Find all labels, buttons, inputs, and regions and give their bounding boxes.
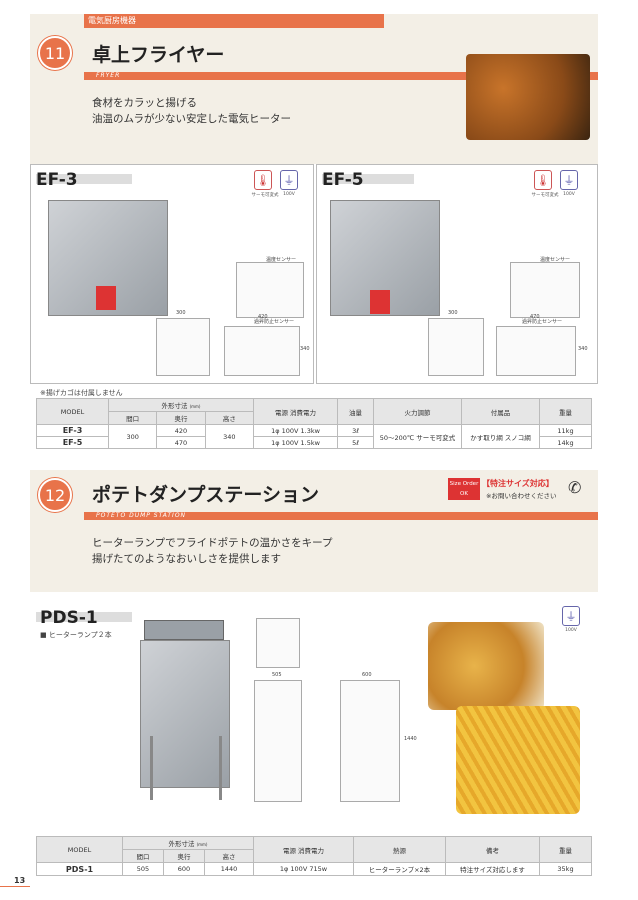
size-order-badge: Size Order OK [448, 478, 480, 500]
th-model: MODEL [36, 398, 109, 425]
ef5-sensor1: 温度センサー [540, 257, 571, 263]
thermometer-icon: 🌡 [534, 170, 552, 190]
en-bar [84, 512, 598, 520]
section11-desc1: 食材をカラッと揚げる [92, 97, 197, 109]
ef5-sensor2: 過昇防止センサー [522, 319, 563, 325]
en-bar [84, 72, 598, 80]
section12-title: ポテトダンプステーション [92, 484, 320, 506]
th-w: 間口 [122, 849, 164, 863]
th-weight: 重量 [539, 836, 592, 863]
th-h: 高さ [204, 411, 255, 425]
pds-top-drawing [256, 618, 300, 668]
ef3-control-panel [96, 286, 116, 310]
pds-side-drawing [340, 680, 400, 802]
section12-desc2: 揚げたてのようなおいしさを提供します [92, 553, 281, 565]
thermometer-icon: 🌡 [254, 170, 272, 190]
th-model: MODEL [36, 836, 123, 863]
ef3-dim-d: 420 [258, 314, 268, 320]
plug-icon: ⏚ [280, 170, 298, 190]
ef3-dim-h: 340 [300, 346, 310, 352]
pds-front-drawing [254, 680, 302, 802]
pds-dim1: 505 [272, 672, 282, 678]
pds-dim2: 600 [362, 672, 372, 678]
ef3-tag-bar [36, 174, 132, 184]
special-size-label: 【特注サイズ対応】 [482, 479, 554, 488]
th-note: 備考 [445, 836, 540, 863]
pds-spec-table: MODEL 外形寸法 (mm) 電源 消費電力 熱源 備考 重量 間口 奥行 高… [36, 836, 592, 876]
ef5-icon1-cap: サーモ可変式 [531, 193, 559, 198]
pds-model: PDS-1 [40, 608, 98, 628]
table-row: EF-3 300 420 340 1φ 100V 1.3kw 3ℓ 50～200… [36, 424, 592, 449]
ef5-dim-h: 340 [578, 346, 588, 352]
heater-lamp-unit [144, 620, 224, 640]
th-acc: 付属品 [461, 398, 540, 425]
contact-label: ※お問い合わせください [486, 492, 557, 500]
pds-tag-bar [36, 612, 132, 622]
ef3-top-drawing [236, 262, 304, 318]
th-d: 奥行 [156, 411, 206, 425]
ef3-sensor2: 過昇防止センサー [254, 319, 295, 325]
pds-station-photo [140, 640, 230, 788]
th-weight: 重量 [539, 398, 592, 425]
pds-dim3: 1440 [404, 736, 417, 742]
th-h: 高さ [203, 849, 255, 863]
ef3-model: EF-3 [36, 170, 78, 190]
ef3-dim-w: 300 [176, 310, 186, 316]
th-heat: 火力調節 [373, 398, 462, 425]
section11-title: 卓上フライヤー [92, 44, 225, 66]
ef3-sensor1: 温度センサー [266, 257, 297, 263]
section11-desc2: 油温のムラが少ない安定した電気ヒーター [92, 113, 291, 125]
ef3-side-drawing [224, 326, 300, 376]
th-power: 電源 消費電力 [253, 836, 354, 863]
fryer-spec-table: MODEL 外形寸法 (mm) 電源 消費電力 油量 火力調節 付属品 重量 間… [36, 398, 592, 449]
plug-icon: ⏚ [560, 170, 578, 190]
page-number-bar [0, 886, 30, 887]
basket-note: ※揚げカゴは付属しません [40, 389, 123, 397]
ef5-control-panel [370, 290, 390, 314]
pds-icon-cap: 100V [565, 628, 577, 633]
category-label: 電気厨房機器 [88, 16, 136, 25]
ef3-front-drawing [156, 318, 210, 376]
phone-icon: ✆ [568, 478, 582, 497]
section12-number: 12 [38, 478, 72, 512]
category-bar [84, 14, 384, 28]
th-size: 外形寸法 (mm) [108, 398, 254, 412]
ef5-icon2-cap: 100V [563, 192, 575, 197]
table-row: EF-5 470 1φ 100V 1.5kw 5ℓ 14kg [36, 436, 592, 449]
ef3-icon1-cap: サーモ可変式 [251, 193, 279, 198]
section11-number: 11 [38, 36, 72, 70]
ef5-front-drawing [428, 318, 484, 376]
section12-desc1: ヒーターランプでフライドポテトの温かさをキープ [92, 537, 333, 549]
fried-food-photo [466, 54, 590, 140]
ef5-side-drawing [496, 326, 576, 376]
th-oil: 油量 [337, 398, 374, 425]
section12-header [30, 470, 598, 592]
ef3-icon2-cap: 100V [283, 192, 295, 197]
pds-feature: ■ ヒーターランプ２本 [40, 631, 112, 639]
th-size: 外形寸法 (mm) [122, 836, 254, 850]
page-number: 13 [14, 876, 26, 885]
section11-en: FRYER [96, 72, 121, 79]
table-row: PDS-1 505 600 1440 1φ 100V 715w ヒーターランプ×… [36, 862, 592, 876]
ef5-tag-bar [322, 174, 414, 184]
th-d: 奥行 [162, 849, 205, 863]
th-power: 電源 消費電力 [253, 398, 338, 425]
th-w: 間口 [107, 411, 158, 425]
section12-en: POTETO DUMP STATION [96, 512, 187, 519]
ef5-dim-d: 470 [530, 314, 540, 320]
potato-wedges-photo [428, 622, 544, 710]
ef5-dim-w: 300 [448, 310, 458, 316]
ef5-model: EF-5 [322, 170, 364, 190]
th-heat: 熱源 [353, 836, 446, 863]
ef5-top-drawing [510, 262, 580, 318]
plug-icon: ⏚ [562, 606, 580, 626]
french-fries-photo [456, 706, 580, 814]
pds-stand-legs [150, 736, 222, 800]
